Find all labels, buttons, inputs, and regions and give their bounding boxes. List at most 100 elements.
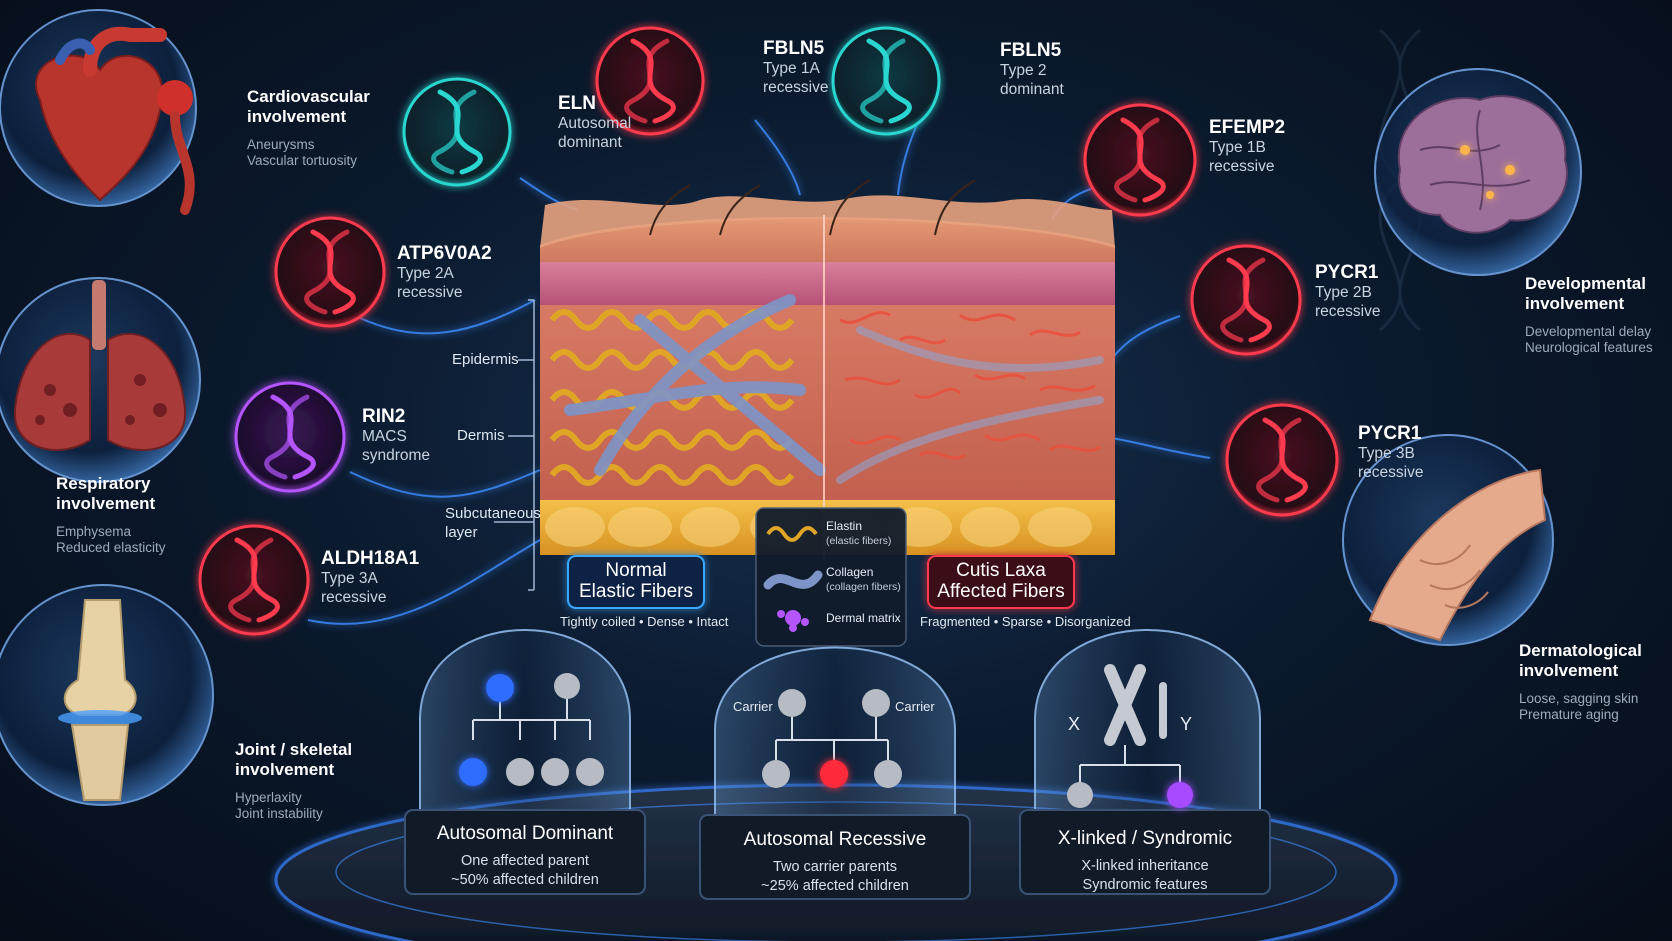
legend-elastin-sub: (elastic fibers) (826, 534, 892, 547)
joint-title-1: Joint / skeletal (235, 740, 353, 759)
gene-circle-pycr1-3b (1225, 403, 1339, 517)
gene-label-aldh18a1: ALDH18A1 Type 3A recessive (321, 548, 419, 607)
normal-panel-box (567, 555, 705, 609)
affected-panel-box (927, 555, 1075, 609)
gene-line-2: recessive (1209, 157, 1275, 175)
gene-name: PYCR1 (1358, 423, 1422, 444)
dev-bubble (1374, 68, 1582, 276)
gene-line-1: Type 1B (1209, 139, 1266, 157)
resp-bubble (0, 277, 201, 483)
dna-helix-icon (624, 38, 676, 124)
gene-line-1: Type 1A (763, 60, 820, 78)
layer-label-epidermis: Epidermis (452, 351, 519, 368)
gene-circle-pycr1-2b (1190, 244, 1302, 356)
gene-line-2: recessive (321, 588, 387, 606)
derm-label: Dermatological involvement Loose, saggin… (1519, 641, 1642, 723)
gene-label-atp6v0a2: ATP6V0A2 Type 2A recessive (397, 243, 492, 302)
dna-helix-icon (1114, 117, 1166, 203)
gene-name: RIN2 (362, 406, 406, 427)
carrier-label-left: Carrier (733, 699, 773, 714)
resp-desc-2: Reduced elasticity (56, 540, 166, 556)
derm-title-2: involvement (1519, 661, 1619, 681)
gene-label-fbln5-1a: FBLN5 Type 1A recessive (763, 38, 828, 97)
normal-collagen-fibers (564, 294, 826, 476)
gene-line-2: recessive (1358, 463, 1424, 481)
gene-name: EFEMP2 (1209, 117, 1286, 138)
x-label: X (1068, 714, 1081, 734)
dna-helix-icon (1256, 417, 1308, 503)
ar-desc-1: Two carrier parents (772, 859, 898, 875)
layer-label-subcutaneous-2: layer (445, 524, 478, 541)
joint-desc-2: Joint instability (235, 806, 323, 822)
gene-line-1: Type 3A (321, 570, 378, 588)
gene-circle-eln (402, 77, 512, 187)
dev-title-2: involvement (1525, 294, 1625, 314)
gene-line-2: recessive (763, 78, 829, 96)
dna-helix-icon (860, 38, 912, 124)
gene-line-1: Type 2A (397, 265, 454, 283)
joint-desc-1: Hyperlaxity (235, 790, 302, 806)
cardio-desc-1: Aneurysms (247, 137, 315, 153)
legend-collagen-sub: (collagen fibers) (826, 580, 901, 593)
gene-circle-rin2 (234, 381, 346, 493)
legend-elastin-label: Elastin (826, 519, 863, 533)
gene-line-1: Type 2 (1000, 62, 1047, 80)
gene-name: PYCR1 (1315, 262, 1379, 283)
ad-desc-1: One affected parent (461, 853, 589, 869)
gene-circle-fbln5-1a (595, 26, 705, 136)
dome-autosomal-recessive (699, 646, 971, 900)
normal-title-1: Normal (605, 560, 667, 581)
heart-icon (35, 26, 195, 215)
affected-collagen-fibers (836, 326, 1104, 484)
gene-name: ATP6V0A2 (397, 243, 492, 264)
knee-joint-icon (58, 599, 142, 801)
gene-name: FBLN5 (763, 38, 825, 59)
xl-desc-2: Syndromic features (1082, 876, 1208, 893)
collagen-legend-icon (763, 570, 823, 590)
resp-title-1: Respiratory (56, 474, 151, 493)
dev-label: Developmental involvement Developmental … (1525, 274, 1653, 356)
legend-elastin: Elastin (elastic fibers) (826, 519, 892, 548)
gene-line-2: syndrome (362, 446, 431, 464)
elastin-legend-icon (766, 526, 818, 542)
x-chromosome-icon (1104, 664, 1146, 746)
gene-line-2: dominant (558, 133, 622, 151)
gene-circle-aldh18a1 (198, 524, 310, 636)
gene-line-1: MACS (362, 428, 407, 446)
gene-label-rin2: RIN2 MACS syndrome (362, 406, 430, 465)
gene-line-1: Type 3B (1358, 445, 1415, 463)
gene-circle-efemp2 (1083, 103, 1197, 217)
legend-matrix: Dermal matrix (826, 611, 901, 625)
dome-x-linked (1019, 629, 1271, 895)
epidermis-layer (540, 262, 1115, 310)
layer-bracket (494, 299, 535, 591)
affected-title-1: Cutis Laxa (956, 560, 1046, 581)
lungs-icon (13, 280, 187, 451)
y-label: Y (1180, 714, 1193, 734)
resp-title-2: involvement (56, 494, 156, 514)
gene-circle-atp6v0a2 (274, 216, 386, 328)
gene-circle-fbln5-2 (831, 26, 941, 136)
joint-label: Joint / skeletal involvement Hyperlaxity… (235, 740, 352, 822)
cardio-desc-2: Vascular tortuosity (247, 153, 358, 169)
gene-name: FBLN5 (1000, 40, 1062, 61)
dev-title-1: Developmental (1525, 274, 1646, 293)
dome-autosomal-dominant (404, 629, 646, 895)
affected-panel-title: Cutis Laxa Affected Fibers (928, 560, 1074, 603)
normal-panel-subtitle: Tightly coiled • Dense • Intact (560, 614, 729, 629)
xl-desc: X-linked inheritance Syndromic features (1020, 857, 1270, 894)
dna-helix-icon (228, 537, 280, 623)
cardio-label: Cardiovascular involvement Aneurysms Vas… (247, 87, 370, 169)
normal-title-2: Elastic Fibers (578, 581, 694, 603)
legend-collagen: Collagen (collagen fibers) (826, 565, 901, 594)
ar-desc-2: ~25% affected children (761, 877, 909, 894)
layer-label-subcutaneous: Subcutaneous (445, 505, 541, 522)
gene-label-eln: ELN Autosomal dominant (558, 93, 631, 152)
dev-desc-1: Developmental delay (1525, 324, 1652, 340)
dna-helix-icon (1220, 257, 1272, 343)
gene-label-fbln5-2: FBLN5 Type 2 dominant (1000, 40, 1064, 99)
ad-title: Autosomal Dominant (436, 823, 614, 844)
dna-helix-icon (431, 89, 483, 175)
derm-bubble (1342, 434, 1554, 646)
dna-helix-icon (304, 229, 356, 315)
